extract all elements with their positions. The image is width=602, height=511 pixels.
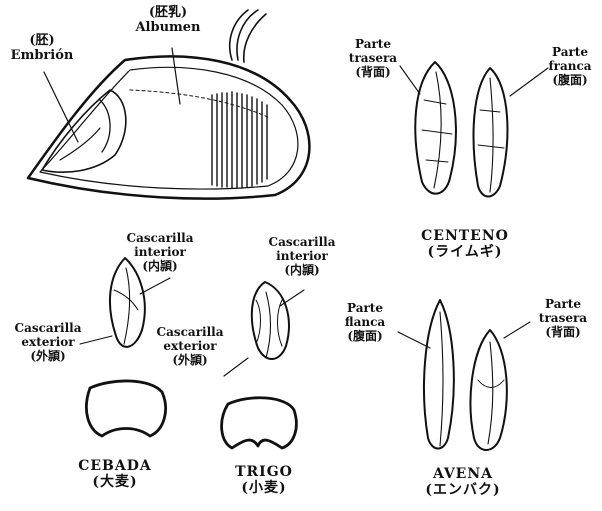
avena-front-line1: Parte — [330, 302, 400, 316]
cebada-inner-label: Cascarilla interior (内頴) — [120, 232, 200, 273]
centeno-front-label: Parte franca (腹面) — [540, 46, 600, 87]
centeno-name: CENTENO — [410, 228, 520, 244]
trigo-outer-line1: Cascarilla — [150, 326, 230, 340]
oat-back-grain — [471, 330, 507, 450]
trigo-outer-label: Cascarilla exterior (外頴) — [150, 326, 230, 367]
avena-back-line1: Parte — [528, 298, 598, 312]
centeno-back-line2: trasera — [338, 52, 408, 66]
avena-title: AVENA (エンバク) — [408, 466, 518, 498]
albumen-label: (胚乳) Albumen — [128, 6, 208, 36]
embryo-label-es: Embrión — [2, 49, 82, 64]
oat-drawing — [398, 300, 530, 450]
cebada-inner-line1: Cascarilla — [120, 232, 200, 246]
wheat-cross-section — [222, 398, 297, 448]
avena-front-line2: flanca — [330, 316, 400, 330]
centeno-back-line1: Parte — [338, 38, 408, 52]
trigo-inner-line1: Cascarilla — [262, 236, 342, 250]
trigo-inner-label: Cascarilla interior (内頴) — [262, 236, 342, 277]
trigo-inner-line2: interior — [262, 250, 342, 264]
centeno-front-jp: (腹面) — [540, 74, 600, 88]
rye-grains-drawing — [400, 62, 548, 197]
centeno-name-jp: (ライムギ) — [410, 244, 520, 260]
cebada-outer-line1: Cascarilla — [8, 322, 88, 336]
trigo-title: TRIGO (小麦) — [224, 464, 304, 496]
centeno-back-label: Parte trasera (背面) — [338, 38, 408, 79]
oat-front-grain — [424, 300, 454, 449]
cebada-outer-line2: exterior — [8, 336, 88, 350]
embryo-axis — [60, 128, 100, 160]
avena-back-line2: trasera — [528, 312, 598, 326]
embryo-label: (胚) Embrión — [2, 34, 82, 64]
trigo-outer-line2: exterior — [150, 340, 230, 354]
centeno-title: CENTENO (ライムギ) — [410, 228, 520, 260]
rye-back-grain — [415, 62, 456, 194]
crease-line — [130, 90, 270, 118]
trigo-name: TRIGO — [224, 464, 304, 480]
trigo-name-jp: (小麦) — [224, 480, 304, 496]
embryo-label-jp: (胚) — [2, 34, 82, 49]
cebada-inner-jp: (内頴) — [120, 260, 200, 274]
cebada-name: CEBADA — [70, 458, 160, 474]
cebada-outer-label: Cascarilla exterior (外頴) — [8, 322, 88, 363]
albumen-label-jp: (胚乳) — [128, 6, 208, 21]
cebada-inner-line2: interior — [120, 246, 200, 260]
centeno-front-line2: franca — [540, 60, 600, 74]
trigo-inner-jp: (内頴) — [262, 264, 342, 278]
avena-name-jp: (エンバク) — [408, 482, 518, 498]
embryo-scutellum — [100, 100, 110, 152]
albumen-label-es: Albumen — [128, 21, 208, 36]
cebada-title: CEBADA (大麦) — [70, 458, 160, 490]
trigo-outer-jp: (外頴) — [150, 354, 230, 368]
cebada-name-jp: (大麦) — [70, 474, 160, 490]
avena-front-label: Parte flanca (腹面) — [330, 302, 400, 343]
avena-front-jp: (腹面) — [330, 330, 400, 344]
avena-back-label: Parte trasera (背面) — [528, 298, 598, 339]
brush-hairs — [230, 10, 266, 62]
avena-back-jp: (背面) — [528, 326, 598, 340]
centeno-back-jp: (背面) — [338, 66, 408, 80]
wheat-drawing — [222, 282, 304, 448]
centeno-front-line1: Parte — [540, 46, 600, 60]
avena-name: AVENA — [408, 466, 518, 482]
barley-cross-section — [86, 381, 165, 436]
cebada-outer-jp: (外頴) — [8, 350, 88, 364]
